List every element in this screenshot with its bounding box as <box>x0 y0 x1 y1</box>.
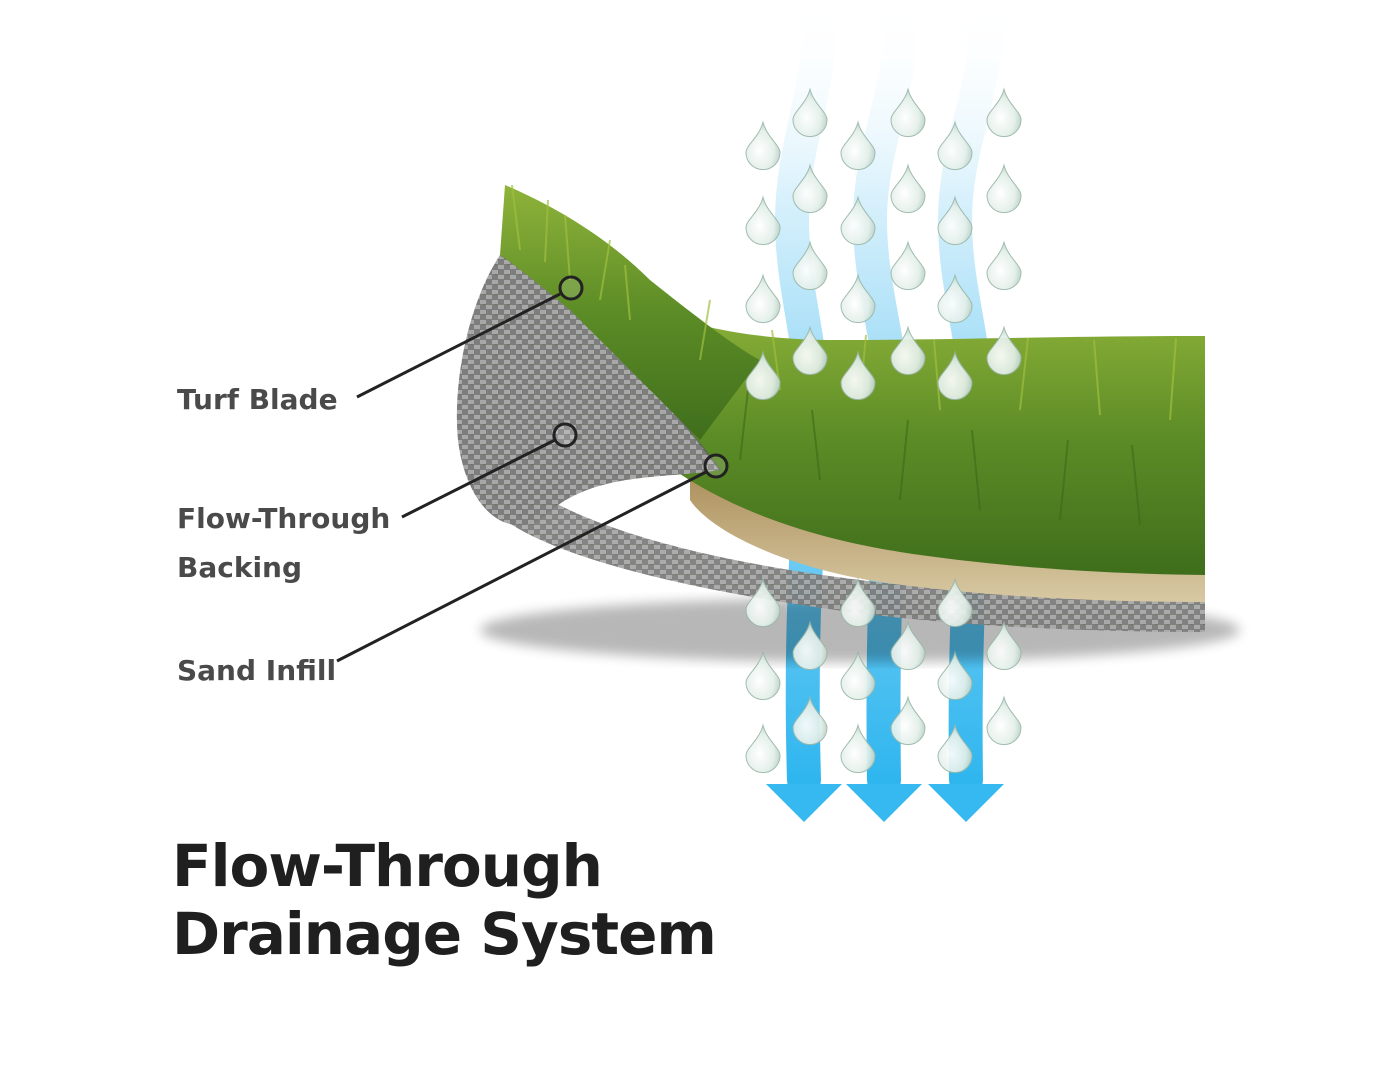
water-drop <box>986 620 1022 671</box>
water-drop <box>890 240 926 291</box>
water-drop <box>792 325 828 376</box>
water-drop <box>792 620 828 671</box>
sand-infill-marker <box>703 453 729 479</box>
water-drop <box>937 350 973 401</box>
water-drop <box>890 163 926 214</box>
callout-sand-infill-text: Sand Infill <box>177 654 337 687</box>
arrowhead-1 <box>766 784 842 822</box>
callout-turf-blade-text: Turf Blade <box>177 383 338 416</box>
callout-backing-line1: Flow-Through <box>177 502 391 535</box>
water-drop <box>937 120 973 171</box>
water-drop <box>986 163 1022 214</box>
water-drop <box>745 577 781 628</box>
water-drop <box>937 723 973 774</box>
title-line-2: Drainage System <box>172 900 717 968</box>
backing-layer <box>466 430 1205 632</box>
water-drop <box>937 195 973 246</box>
water-drop <box>745 273 781 324</box>
water-drop <box>986 695 1022 746</box>
arrowhead-3 <box>928 784 1004 822</box>
water-drop <box>745 723 781 774</box>
diagram-title: Flow-Through Drainage System <box>172 832 717 968</box>
water-drop <box>937 650 973 701</box>
water-droplets <box>745 87 1022 774</box>
water-drop <box>840 350 876 401</box>
grass-blades-dark <box>739 389 1141 526</box>
water-drop <box>890 87 926 138</box>
callout-sand-infill: Sand Infill <box>177 646 336 695</box>
title-line-1: Flow-Through <box>172 832 603 900</box>
water-drop <box>986 240 1022 291</box>
water-drop <box>792 87 828 138</box>
water-drop <box>890 620 926 671</box>
water-drop <box>890 695 926 746</box>
water-drop <box>840 577 876 628</box>
water-drop <box>937 273 973 324</box>
water-drop <box>840 120 876 171</box>
backing-marker <box>552 422 578 448</box>
water-drop <box>792 163 828 214</box>
water-drop <box>840 195 876 246</box>
water-drop <box>840 650 876 701</box>
water-drop <box>890 325 926 376</box>
water-drop <box>840 723 876 774</box>
turf-blade-leader <box>356 292 561 399</box>
water-drop <box>792 695 828 746</box>
sand-infill-leader <box>336 470 707 663</box>
callout-lines <box>336 275 729 663</box>
water-drop <box>745 650 781 701</box>
arrowhead-2 <box>846 784 922 822</box>
water-drop <box>792 240 828 291</box>
water-drop <box>986 87 1022 138</box>
water-drop <box>745 195 781 246</box>
sand-layer <box>690 460 1205 602</box>
water-drop <box>937 577 973 628</box>
water-drop <box>745 350 781 401</box>
callout-flow-through-backing: Flow-Through Backing <box>177 494 390 592</box>
turf-piece <box>456 184 1205 632</box>
turf-blade-marker <box>558 275 584 301</box>
water-drop <box>986 325 1022 376</box>
backing-leader <box>401 438 556 519</box>
water-drop <box>745 120 781 171</box>
callout-backing-line2: Backing <box>177 551 303 584</box>
callout-turf-blade: Turf Blade <box>177 375 338 424</box>
water-drop <box>840 273 876 324</box>
